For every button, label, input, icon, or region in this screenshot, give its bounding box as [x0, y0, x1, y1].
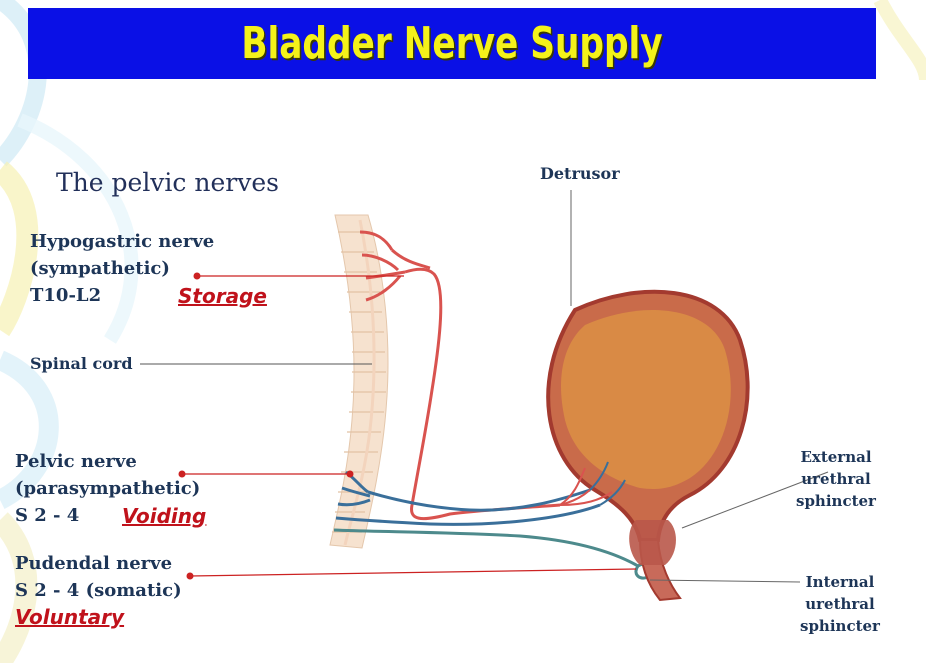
storage-label: Storage	[178, 284, 267, 308]
hypogastric-line-1: Hypogastric nerve	[30, 231, 215, 252]
pudendal-line-1: Pudendal nerve	[15, 553, 173, 574]
voiding-label: Voiding	[122, 504, 207, 528]
leader-lines	[140, 190, 829, 583]
hypogastric-nerve	[359, 230, 561, 521]
hypogastric-label: Hypogastric nerve (sympathetic) T10-L2	[30, 228, 214, 309]
internal-sphincter-line-3: sphincter	[800, 617, 880, 635]
pudendal-line-2: S 2 - 4 (somatic)	[15, 580, 182, 601]
hypogastric-line-3: T10-L2	[30, 285, 102, 306]
spinal-column	[329, 214, 389, 549]
external-sphincter-line-2: urethral	[801, 470, 871, 488]
diagram-subtitle: The pelvic nerves	[56, 168, 279, 197]
spinal-cord-label: Spinal cord	[30, 354, 133, 373]
pelvic-label: Pelvic nerve (parasympathetic) S 2 - 4	[15, 448, 200, 529]
hypogastric-line-2: (sympathetic)	[30, 258, 170, 279]
pudendal-label: Pudendal nerve S 2 - 4 (somatic)	[15, 550, 182, 604]
voluntary-label: Voluntary	[15, 605, 125, 629]
bladder	[546, 289, 750, 602]
detrusor-label: Detrusor	[540, 164, 620, 183]
internal-sphincter-line-2: urethral	[805, 595, 875, 613]
external-sphincter-label: External urethral sphincter	[796, 446, 876, 512]
pelvic-line-3: S 2 - 4	[15, 505, 80, 526]
internal-sphincter-line-1: Internal	[805, 573, 875, 591]
internal-sphincter-label: Internal urethral sphincter	[800, 571, 880, 637]
external-sphincter-line-3: sphincter	[796, 492, 876, 510]
title-bar: Bladder Nerve Supply	[28, 8, 876, 79]
page-title: Bladder Nerve Supply	[241, 18, 663, 69]
pelvic-line-2: (parasympathetic)	[15, 478, 201, 499]
external-sphincter-line-1: External	[800, 448, 872, 466]
pelvic-line-1: Pelvic nerve	[15, 451, 137, 472]
